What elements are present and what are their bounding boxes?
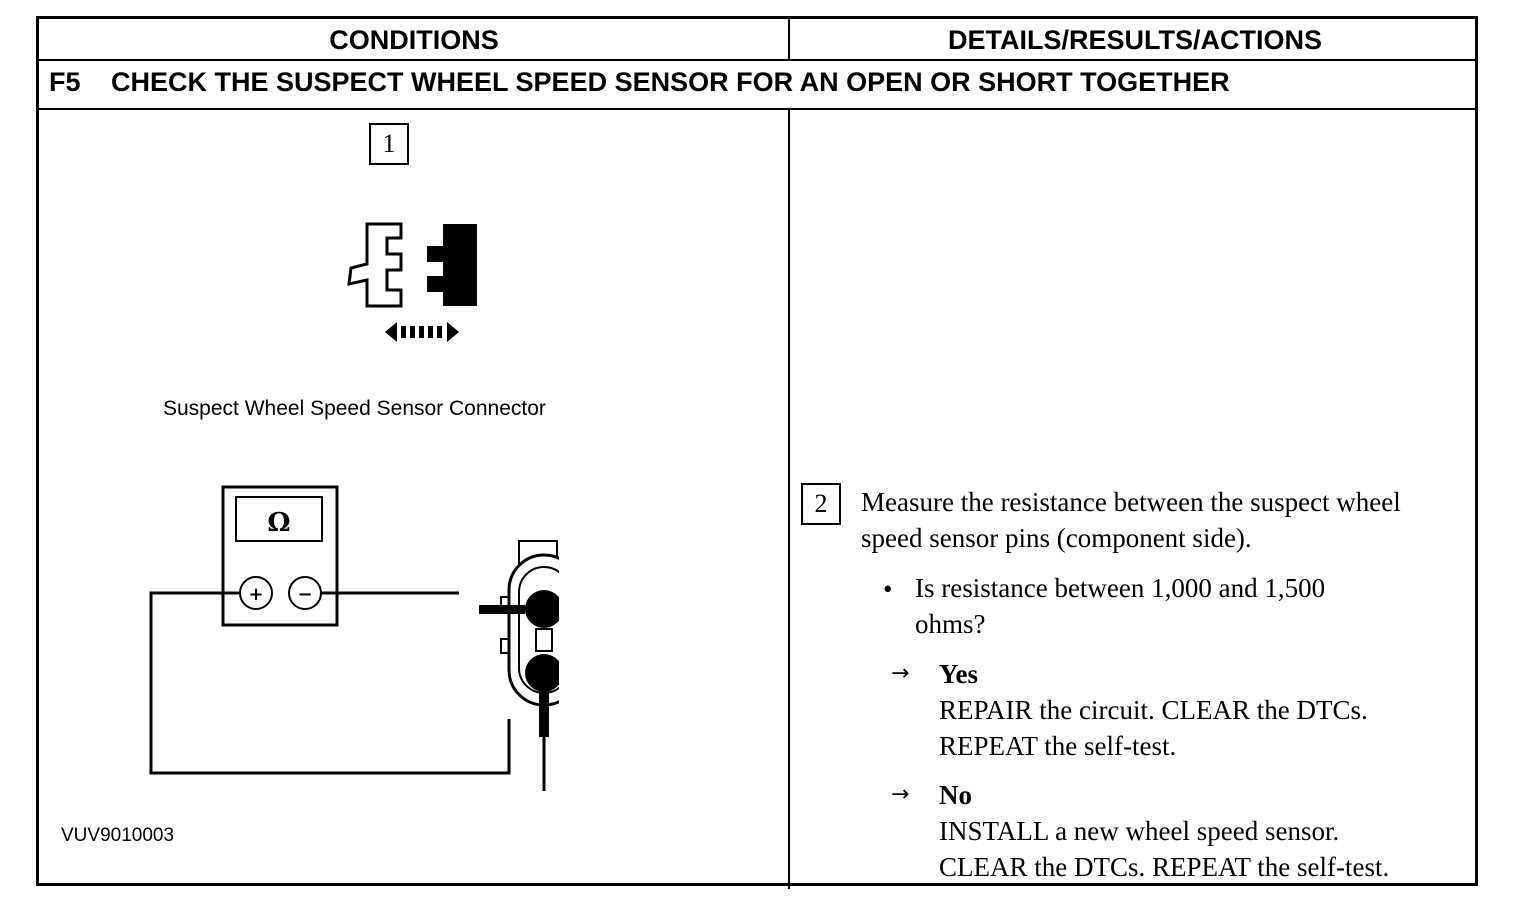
step-1-box: 1 <box>369 123 409 165</box>
positive-lead <box>149 591 511 775</box>
yes-action-line-2: REPEAT the self-test. <box>939 731 1177 761</box>
sensor-pin-2 <box>525 654 559 692</box>
question-line-1: Is resistance between 1,000 and 1,500 <box>915 573 1326 603</box>
details-header: DETAILS/RESULTS/ACTIONS <box>947 25 1322 55</box>
header-rule <box>39 59 1475 61</box>
arrow-left-head <box>385 322 397 342</box>
figure-id: VUV9010003 <box>61 825 175 846</box>
no-result: No INSTALL a new wheel speed sensor. CLE… <box>939 777 1469 885</box>
connector-disconnect-icon <box>347 222 477 342</box>
meter-display <box>235 496 323 542</box>
yes-arrow-icon: → <box>891 661 910 686</box>
negative-terminal <box>288 576 322 610</box>
ohmmeter-diagram: Ω + − <box>149 485 559 791</box>
header-divider <box>788 19 790 61</box>
instruction-line-1: Measure the resistance between the suspe… <box>861 487 1401 517</box>
bullet-dot: • <box>883 574 893 604</box>
title-rule <box>39 108 1475 110</box>
question-line-2: ohms? <box>915 609 986 639</box>
connector-half-filled <box>427 224 477 306</box>
step-title: F5 CHECK THE SUSPECT WHEEL SPEED SENSOR F… <box>49 61 1230 109</box>
no-action-line-2: CLEAR the DTCs. REPEAT the self-test. <box>939 852 1390 882</box>
column-divider <box>788 109 790 889</box>
question: Is resistance between 1,000 and 1,500 oh… <box>915 570 1455 642</box>
yes-action-line-1: REPAIR the circuit. CLEAR the DTCs. <box>939 695 1368 725</box>
probe-2 <box>539 691 549 737</box>
step-number: F5 <box>49 67 81 97</box>
connector-caption: Suspect Wheel Speed Sensor Connector <box>163 397 546 420</box>
arrow-dashes <box>401 326 442 338</box>
yes-label: Yes <box>939 659 978 689</box>
sensor-pin-1 <box>525 590 559 628</box>
pin-separator <box>535 628 553 652</box>
step-title-text: CHECK THE SUSPECT WHEEL SPEED SENSOR FOR… <box>111 67 1230 97</box>
probe-1 <box>479 605 525 614</box>
connector-half-outline <box>347 222 403 308</box>
yes-result: Yes REPAIR the circuit. CLEAR the DTCs. … <box>939 656 1469 764</box>
procedure-table: CONDITIONS DETAILS/RESULTS/ACTIONS F5 CHE… <box>36 16 1478 889</box>
positive-terminal <box>239 576 273 610</box>
no-label: No <box>939 780 972 810</box>
instruction-line-2: speed sensor pins (component side). <box>861 523 1252 553</box>
no-arrow-icon: → <box>891 782 910 807</box>
arrow-right-head <box>447 322 459 342</box>
instruction: Measure the resistance between the suspe… <box>861 484 1471 556</box>
no-action-line-1: INSTALL a new wheel speed sensor. <box>939 816 1340 846</box>
step-2-box: 2 <box>801 483 841 525</box>
minus-sign: − <box>297 584 312 605</box>
conditions-header: CONDITIONS <box>329 25 499 55</box>
ohm-symbol: Ω <box>267 508 290 538</box>
plus-sign: + <box>248 584 263 605</box>
